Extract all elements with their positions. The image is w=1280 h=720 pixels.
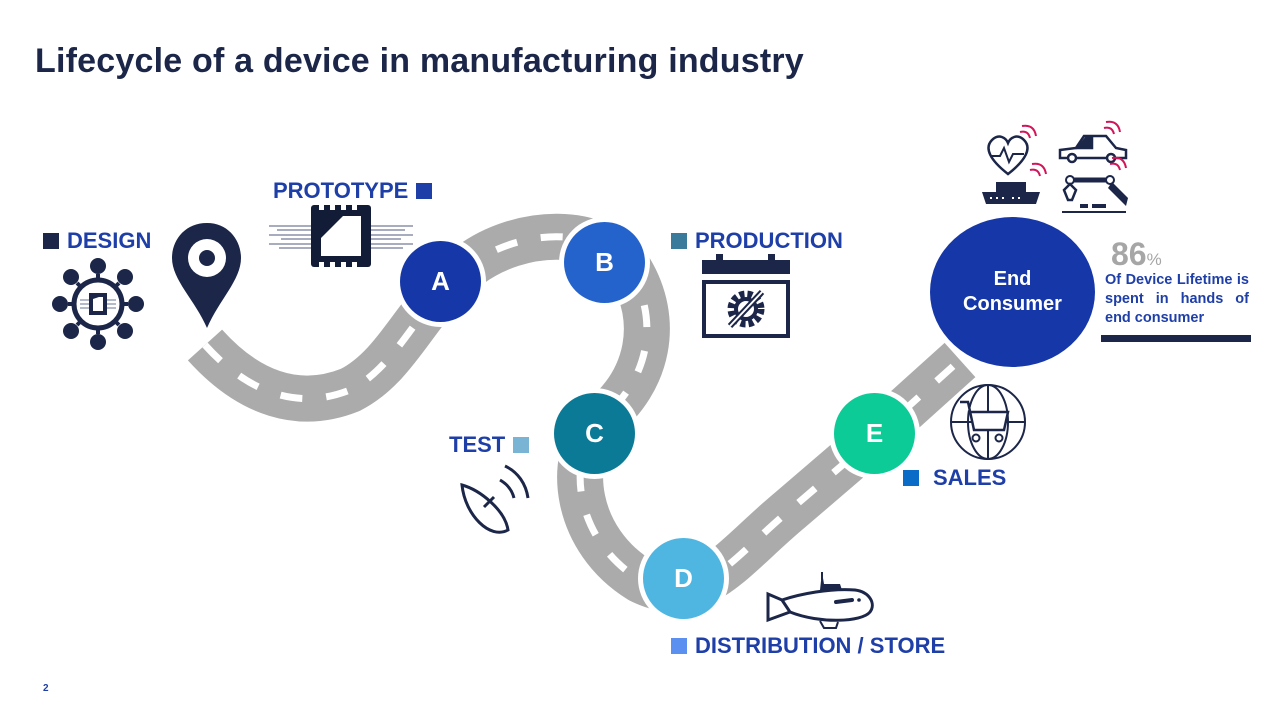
stage-label-test: TEST xyxy=(449,432,530,458)
stat-unit: % xyxy=(1146,250,1162,269)
stage-label-prototype: PROTOTYPE xyxy=(273,178,433,204)
milestone-e-letter: E xyxy=(865,418,884,448)
design-square-marker xyxy=(43,233,59,249)
calendar-gear-icon xyxy=(702,254,790,338)
stage-label-distribution: DISTRIBUTION / STORE xyxy=(671,633,945,659)
satellite-dish-icon xyxy=(460,464,530,534)
robot-arm-icon xyxy=(1062,156,1128,213)
milestone-c: C xyxy=(554,393,635,474)
globe-cart-icon xyxy=(950,384,1026,460)
sales-label: SALES xyxy=(933,465,1007,490)
stage-label-sales: SALES xyxy=(903,465,1006,491)
car-icon xyxy=(1058,120,1128,164)
page-title: Lifecycle of a device in manufacturing i… xyxy=(35,42,804,80)
milestone-a-letter: A xyxy=(431,266,450,296)
milestone-d: D xyxy=(643,538,724,619)
production-square-marker xyxy=(671,233,687,249)
design-label: DESIGN xyxy=(67,228,152,253)
end-consumer-circle: End Consumer xyxy=(930,217,1095,367)
stage-label-design: DESIGN xyxy=(43,228,151,254)
milestone-c-letter: C xyxy=(585,418,604,448)
submarine-icon xyxy=(766,572,874,629)
circuit-chip-icon xyxy=(269,205,413,267)
distribution-square-marker xyxy=(671,638,687,654)
production-label: PRODUCTION xyxy=(695,228,843,253)
milestone-d-letter: D xyxy=(674,563,693,593)
page-number: 2 xyxy=(43,683,49,694)
stage-label-production: PRODUCTION xyxy=(671,228,843,254)
milestone-e: E xyxy=(834,393,915,474)
milestone-a: A xyxy=(400,241,481,322)
test-square-marker xyxy=(513,437,530,453)
milestone-b: B xyxy=(564,222,645,303)
prototype-square-marker xyxy=(416,183,433,199)
sales-square-marker xyxy=(903,470,919,486)
stat-underline-bar xyxy=(1101,335,1251,342)
milestone-b-letter: B xyxy=(595,247,614,277)
stat-description: Of Device Lifetime is spent in hands of … xyxy=(1105,272,1249,326)
map-pin-icon xyxy=(172,223,241,328)
end-consumer-line2: Consumer xyxy=(963,293,1062,315)
stat-number: 86 xyxy=(1111,236,1147,272)
end-consumer-line1: End xyxy=(993,268,1032,290)
ship-icon xyxy=(982,162,1047,204)
prototype-label: PROTOTYPE xyxy=(273,178,409,203)
distribution-label: DISTRIBUTION / STORE xyxy=(695,633,946,658)
test-label: TEST xyxy=(449,432,506,457)
stat-value: 86% xyxy=(1111,236,1162,273)
heart-rate-icon xyxy=(987,124,1037,176)
network-chip-icon xyxy=(52,258,144,350)
